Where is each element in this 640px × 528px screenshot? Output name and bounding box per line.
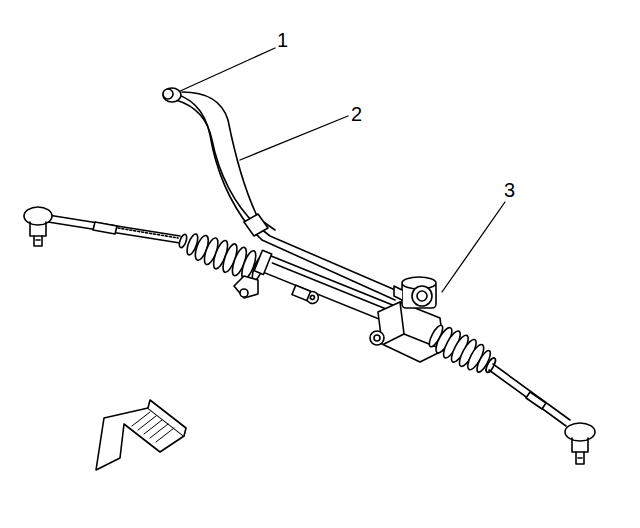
callout-number: 3 — [503, 180, 516, 200]
pinion-housing — [370, 277, 444, 362]
left-boot — [175, 226, 267, 284]
front-direction-arrow — [96, 400, 186, 470]
callout-number: 1 — [276, 30, 289, 50]
left-tie-rod — [24, 207, 180, 246]
leader-lines — [178, 48, 505, 292]
mount-bracket — [234, 276, 258, 298]
callout-number: 2 — [350, 104, 363, 124]
right-tie-rod — [489, 364, 595, 464]
